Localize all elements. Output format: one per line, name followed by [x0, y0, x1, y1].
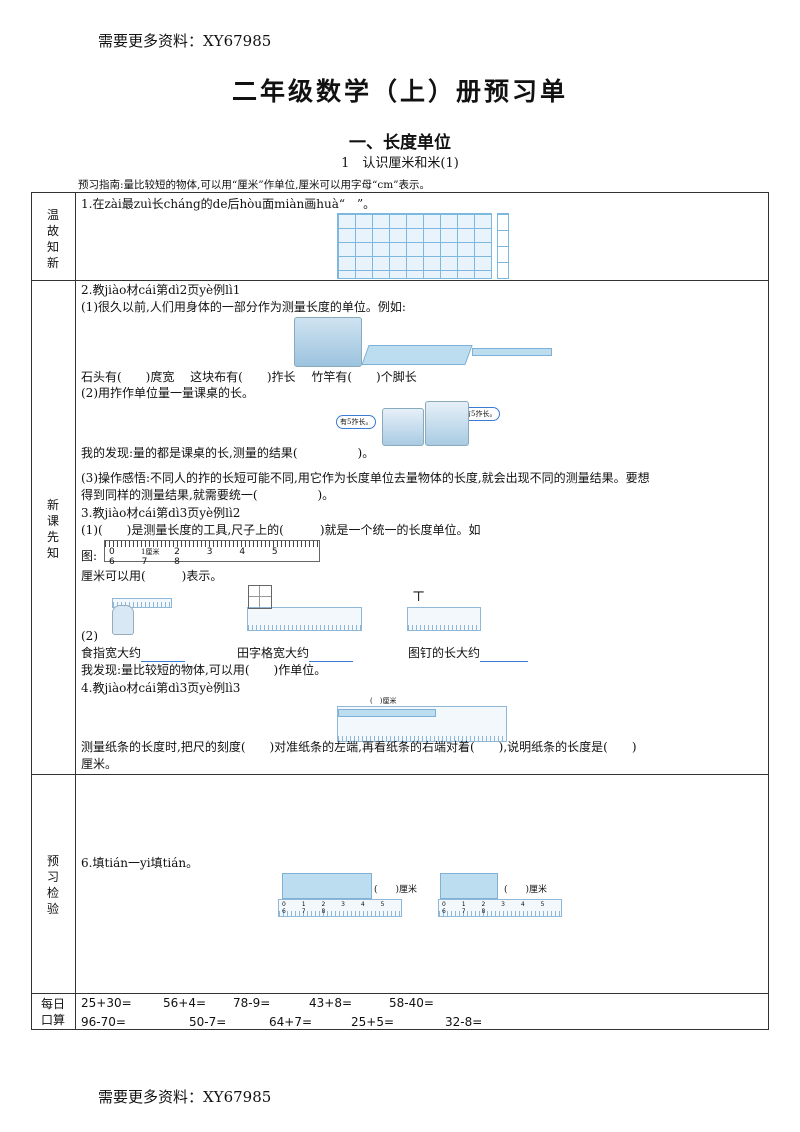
answer-unit-2: ( )厘米: [504, 885, 548, 895]
question-3-unit: 厘米可以用( )表示。: [81, 569, 223, 583]
header-note: 需要更多资料：XY67985: [98, 32, 272, 50]
paper-strip: [338, 709, 436, 717]
row-label-review: 温故知新: [46, 208, 59, 270]
bamboo-illustration: [472, 348, 552, 356]
question-4-text: 测量纸条的长度时,把尺的刻度( )对准纸条的左端,再看纸条的右端对着( ),说明…: [81, 740, 637, 754]
question-2-part1: (1)很久以前,人们用身体的一部分作为测量长度的单位。例如:: [81, 300, 406, 314]
arith-item: 50-7=: [189, 1015, 227, 1029]
pushpin-icon: ⊤: [412, 589, 426, 605]
arith-item: 78-9=: [233, 996, 271, 1010]
question-3-finding: 我发现:量比较短的物体,可以用( )作单位。: [81, 663, 327, 677]
finger-ruler: [112, 598, 172, 608]
ruler-top-label: ( )厘米: [370, 697, 397, 705]
grid-width-prompt: 田字格宽大约: [237, 646, 354, 662]
arith-item: 25+30=: [81, 996, 132, 1010]
question-2-blanks: 石头有( )庹宽 这块布有( )拃长 竹竿有( )个脚长: [81, 370, 417, 384]
centimeter-ruler: 0 1 2 3 4 5 6 7 8 1厘米: [104, 540, 320, 567]
row-label-daily: 每日口算: [40, 997, 65, 1027]
stone-illustration: [294, 317, 362, 367]
pin-length-prompt: 图钉的长大约: [408, 646, 529, 662]
speech-bubble: 有5拃长。: [460, 407, 501, 421]
answer-boxes: [497, 213, 509, 279]
question-2-title: 2.教jiào材cái第dì2页yè例lì1: [81, 283, 241, 297]
arith-item: 43+8=: [309, 996, 353, 1010]
pin-length-blank[interactable]: [480, 646, 529, 662]
speech-bubble: 有5拃长。: [336, 415, 377, 429]
grid-width-label: 田字格宽大约: [237, 646, 310, 660]
paper-strip-1: [282, 873, 372, 899]
ruler-digits: 0 1 2 3 4 5 6 7 8: [442, 901, 552, 915]
arith-item: 25+5=: [351, 1015, 395, 1029]
pin-ruler: [407, 607, 481, 631]
daily-line-1: 25+30= 56+4= 78-9= 43+8= 58-40=: [81, 996, 434, 1011]
daily-line-2: 96-70= 50-7= 64+7= 25+5= 32-8=: [81, 1015, 482, 1030]
section-title: 一、长度单位: [349, 133, 451, 153]
grid-width-blank[interactable]: [309, 646, 354, 662]
measure-ruler-1: 0 1 2 3 4 5 6 7 8: [278, 899, 402, 917]
finger-illustration: [112, 605, 134, 635]
footer-note: 需要更多资料：XY67985: [98, 1088, 272, 1106]
worksheet-table: 温故知新 新课先知 预习检验 每日口算 1.在zài最zuì长cháng的de后…: [31, 192, 769, 1030]
row-divider: [32, 280, 768, 281]
question-3-part1: (1)( )是测量长度的工具,尺子上的( )就是一个统一的长度单位。如: [81, 523, 481, 537]
grid-ruler: [247, 607, 362, 631]
arith-item: 96-70=: [81, 1015, 126, 1029]
finger-width-prompt: 食指宽大约: [81, 646, 186, 662]
ruler-digits: 0 1 2 3 4 5 6 7 8: [282, 901, 392, 915]
measure-ruler-2: 0 1 2 3 4 5 6 7 8: [438, 899, 562, 917]
arith-item: 58-40=: [389, 996, 434, 1010]
pencils-grid-illustration: [337, 213, 492, 279]
question-3-title: 3.教jiào材cái第dì3页yè例lì2: [81, 506, 241, 520]
question-4-text-end: 厘米。: [81, 757, 118, 771]
paper-strip-2: [440, 873, 498, 899]
row-label-check: 预习检验: [46, 854, 59, 916]
question-4-title: 4.教jiào材cái第dì3页yè例lì3: [81, 681, 241, 695]
question-6-title: 6.填tián一yi填tián。: [81, 856, 199, 870]
preview-guide: 预习指南:量比较短的物体,可以用“厘米”作单位,厘米可以用字母“cm”表示。: [78, 179, 431, 191]
lesson-title: 1 认识厘米和米(1): [341, 156, 459, 171]
row-divider: [32, 993, 768, 994]
arith-item: 56+4=: [163, 996, 207, 1010]
answer-unit-1: ( )厘米: [374, 885, 418, 895]
figure-label: 图:: [81, 549, 98, 563]
pin-length-label: 图钉的长大约: [408, 646, 481, 660]
question-2-part2: (2)用拃作单位量一量课桌的长。: [81, 386, 254, 400]
ruler-digits: 0 1 2 3 4 5 6 7 8: [109, 547, 290, 567]
tian-grid-illustration: [248, 585, 272, 609]
finger-width-label: 食指宽大约: [81, 646, 142, 660]
question-2-finding: 我的发现:量的都是课桌的长,测量的结果( )。: [81, 446, 375, 460]
column-divider: [75, 193, 76, 1029]
arith-item: 32-8=: [445, 1015, 483, 1029]
row-divider: [32, 774, 768, 775]
question-2-part3b: 得到同样的测量结果,就需要统一( )。: [81, 488, 335, 502]
finger-width-blank[interactable]: [141, 646, 186, 662]
question-3-part2-label: (2): [81, 629, 98, 643]
cloth-illustration: [361, 345, 473, 365]
row-label-new: 新课先知: [46, 498, 59, 560]
boy-measuring-illustration: [382, 408, 424, 446]
arith-item: 64+7=: [269, 1015, 313, 1029]
page-title: 二年级数学（上）册预习单: [231, 77, 568, 106]
question-1: 1.在zài最zuì长cháng的de后hòu面miàn画huà“ ”。: [81, 197, 376, 211]
ruler-mark: 1厘米: [141, 547, 160, 557]
question-2-part3a: (3)操作感悟:不同人的拃的长短可能不同,用它作为长度单位去量物体的长度,就会出…: [81, 471, 650, 485]
man-measuring-illustration: [425, 401, 469, 446]
